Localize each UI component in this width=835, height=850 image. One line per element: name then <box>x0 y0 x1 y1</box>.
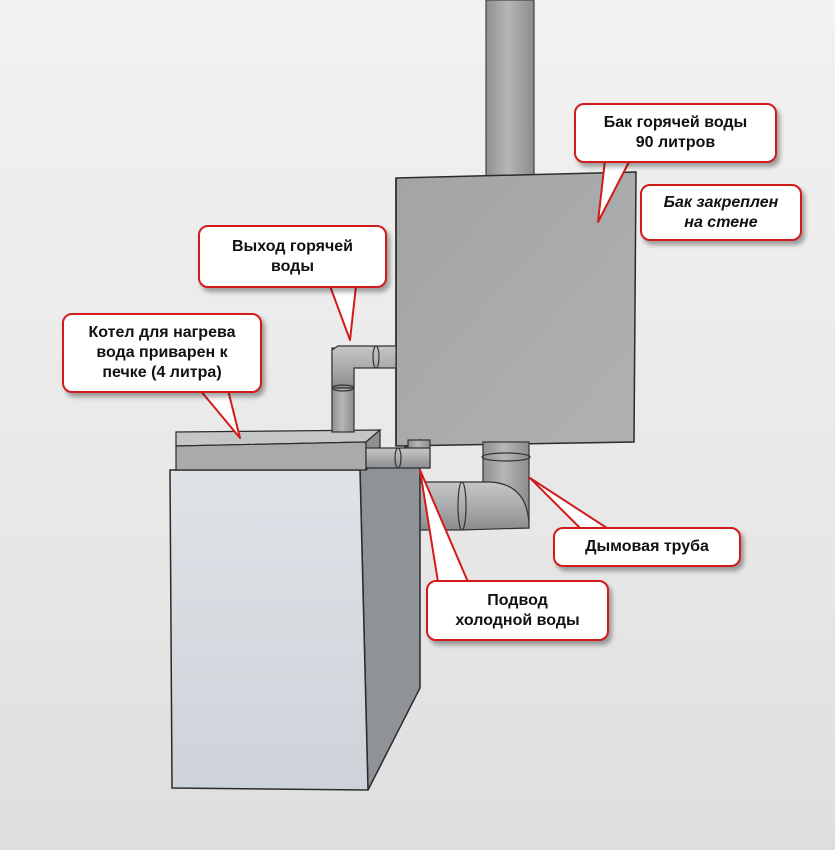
hot-outlet-callout: Выход горячей воды <box>198 225 387 288</box>
cold-water-inlet-pipe <box>365 439 431 469</box>
tank-label: Бак горячей воды 90 литров <box>603 114 748 151</box>
pointer-boiler <box>199 389 241 439</box>
hot-outlet-label: Выход горячей воды <box>231 237 354 275</box>
cold-inlet-callout: Подвод холодной воды <box>426 580 609 641</box>
chimney-callout: Дымовая труба <box>553 527 741 567</box>
boiler-box <box>175 428 382 472</box>
cold-inlet-label: Подвод холодной воды <box>455 591 580 629</box>
callout-pointers <box>199 159 631 583</box>
chimney-label: Дымовая труба <box>585 538 709 555</box>
boiler-label: Котел для нагрева вода приварен к печке … <box>88 324 236 381</box>
tank-label-callout: Бак горячей воды 90 литров <box>574 103 777 163</box>
pointer-chimney <box>529 477 611 531</box>
pointer-hot-outlet <box>329 285 357 341</box>
chimney-upper-pipe <box>485 0 535 179</box>
stove-body <box>169 438 421 791</box>
tank-mount-callout: Бак закреплен на стене <box>640 184 802 241</box>
boiler-callout: Котел для нагрева вода приварен к печке … <box>62 313 262 393</box>
tank-mount-label: Бак закреплен на стене <box>663 193 779 231</box>
hot-water-outlet-pipe <box>331 345 397 433</box>
